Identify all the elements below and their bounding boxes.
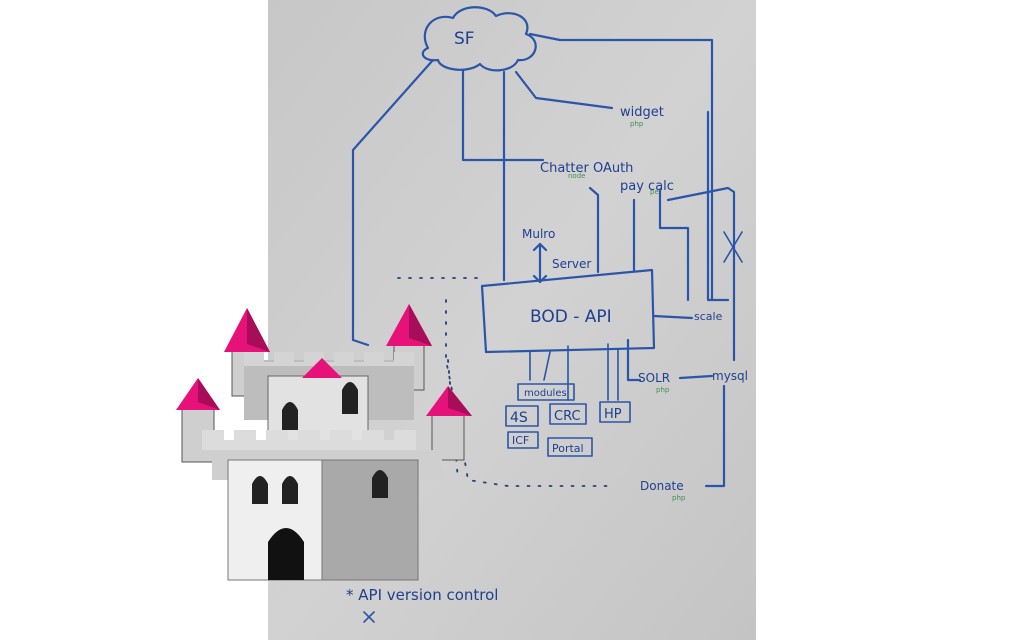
portal-label: Portal — [552, 442, 584, 455]
chatter-oauth-label: Chatter OAuth — [540, 161, 633, 176]
api-version-note: * API version control — [346, 586, 498, 604]
arrow-to-widget — [514, 70, 614, 110]
hp-label: HP — [604, 407, 622, 422]
line-right-2 — [666, 186, 736, 362]
modules-arrows — [529, 343, 619, 401]
arrow-sf-down — [461, 68, 545, 162]
widget-line-down — [706, 110, 730, 302]
icf-box — [507, 431, 539, 449]
pay-calc-label: pay calc — [620, 179, 674, 194]
hp-box — [599, 401, 631, 423]
bod-to-chatter — [588, 186, 600, 274]
mulro-arrow — [532, 242, 548, 284]
bottom-star — [363, 611, 375, 623]
scale-label: scale — [694, 310, 723, 323]
mysql-label: mysql — [712, 369, 748, 383]
castle-icon — [176, 304, 472, 581]
icf-label: ICF — [512, 434, 529, 447]
modules-box — [517, 383, 575, 401]
arrow-left-loop — [351, 58, 435, 347]
portal-box — [547, 437, 593, 457]
donate-note: php — [672, 494, 686, 502]
sf-label: SF — [454, 29, 475, 49]
server-label: Server — [552, 257, 591, 271]
castle-sticker — [172, 300, 472, 590]
widget-label: widget — [620, 105, 664, 120]
bod-to-scale — [652, 314, 694, 320]
widget-note: php — [630, 120, 644, 128]
mulro-label: Mulro — [522, 227, 555, 241]
4s-label: 4S — [510, 410, 528, 426]
solr-label: SOLR — [638, 371, 670, 385]
paycalc-note: pe — [650, 188, 659, 196]
4s-box — [505, 405, 539, 427]
bod-api-label: BOD - API — [530, 307, 612, 327]
chatter-note: node — [568, 172, 585, 180]
sf-cloud — [421, 6, 537, 72]
crc-box — [549, 403, 587, 425]
modules-label: modules — [524, 388, 567, 399]
line-right-1 — [658, 188, 690, 302]
donate-label: Donate — [640, 479, 684, 493]
mysql-down — [704, 384, 726, 488]
solr-to-mysql — [678, 374, 714, 380]
arrow-right-top — [528, 32, 714, 302]
bod-api-box — [480, 268, 656, 354]
bod-to-solr — [626, 338, 642, 382]
solr-note: php — [656, 386, 670, 394]
crc-label: CRC — [554, 409, 581, 424]
cross-mark — [723, 231, 743, 263]
